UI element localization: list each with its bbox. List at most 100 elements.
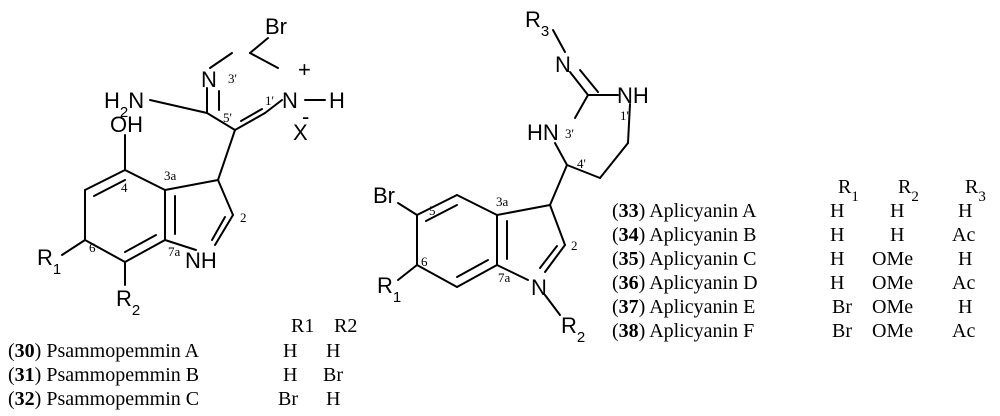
bond-c4-c5	[206, 112, 236, 131]
locant-3a: 3a	[496, 194, 509, 209]
locant-5p: 5'	[223, 110, 232, 125]
h2n-atom-label: H2N	[104, 88, 144, 121]
bond-pyr-indole	[217, 129, 236, 181]
locant-1p: 1'	[265, 93, 274, 108]
locant-3a: 3a	[164, 168, 177, 183]
bond-n-c2	[569, 71, 589, 96]
bond-c4-nh2	[149, 99, 208, 114]
bond-c5-c6	[234, 112, 266, 131]
bond-c7-c7a	[456, 264, 498, 288]
row-33-r2: H	[890, 200, 904, 222]
bond-c4-c5	[84, 169, 126, 191]
indole-n-label: N	[531, 275, 547, 300]
plus-charge: +	[298, 57, 311, 82]
row-34-r3: Ac	[952, 224, 975, 246]
locant-6: 6	[89, 240, 96, 255]
header-r1: R1	[291, 315, 314, 337]
table-row-36: (36) Aplicyanin D	[612, 272, 758, 294]
bond-c6-c7	[84, 239, 126, 263]
locant-4: 4	[121, 180, 128, 195]
table-row-32: (32) Psammopemmin C	[8, 388, 199, 410]
r2-label: R2	[116, 286, 140, 319]
bond-c6-r1	[397, 264, 418, 281]
locant-5: 5	[429, 203, 436, 218]
bond-n1-r2	[544, 294, 561, 316]
bond-n-c2-double	[579, 69, 599, 93]
imine-n-label: N	[555, 52, 571, 77]
row-36-r1: H	[830, 272, 844, 294]
row-38-r2: OMe	[872, 320, 913, 342]
bond-c2-n1	[249, 52, 279, 69]
bond-c2-n3p	[574, 94, 589, 119]
row-38-r3: Ac	[952, 320, 975, 342]
bond-c2-n1-double	[539, 245, 558, 269]
bond-c5-c6-double	[240, 108, 263, 122]
row-38-r1: Br	[832, 320, 852, 342]
nh-ring-label: NH	[617, 83, 649, 108]
counterion-label: X	[293, 120, 308, 145]
header-r2: R2	[334, 315, 357, 337]
bond-c7-c7a-inner	[456, 259, 489, 278]
table-row-35: (35) Aplicyanin C	[612, 248, 756, 270]
row-33-r3: H	[958, 200, 972, 222]
r2-label: R2	[561, 313, 585, 346]
aplicyanin-structure: R3 N NH HN Br N R1 R2 1' 3' 4' 3a 5 2 6 …	[373, 7, 649, 346]
locant-7a: 7a	[168, 244, 181, 259]
bond-c2-n1	[544, 244, 566, 273]
locant-6: 6	[421, 254, 428, 269]
bond-c3-c3a	[164, 179, 219, 191]
table-row-30: (30) Psammopemmin A	[8, 340, 200, 362]
br-atom-label: Br	[373, 183, 395, 208]
row-33-r1: H	[830, 200, 844, 222]
header-r1: R1	[838, 176, 859, 205]
row-37-r1: Br	[832, 296, 852, 318]
row-34-r1: H	[830, 224, 844, 246]
table-row-34: (34) Aplicyanin B	[612, 224, 756, 246]
bond-c2-br	[249, 37, 269, 54]
header-r2: R2	[898, 176, 919, 205]
bond-c7a-n1	[496, 264, 529, 281]
aplicyanin-table: R1 R2 R3 (33) Aplicyanin A H H H (34) Ap…	[612, 176, 986, 342]
bond-c3-c3a	[496, 204, 551, 216]
row-35-r1: H	[830, 248, 844, 270]
bond-c2-n1i	[214, 214, 234, 246]
row-30-r2: H	[326, 340, 340, 362]
bond-c7-c7a	[124, 239, 166, 263]
r3-label: R3	[525, 7, 549, 40]
row-36-r3: Ac	[952, 272, 975, 294]
bond-c2-n1i-double	[211, 216, 226, 241]
bond-c5-br	[397, 202, 418, 216]
bond-c3a-c4	[124, 169, 166, 191]
bond-c7a-nh	[164, 239, 197, 251]
row-31-r2: Br	[323, 364, 343, 386]
psammopemmin-structure: Br N N + H H2N OH X - NH R1 R2 3' 1' 5' …	[37, 14, 345, 319]
row-32-r1: Br	[278, 388, 298, 410]
table-row-31: (31) Psammopemmin B	[8, 364, 199, 386]
bond-c5p-c4p	[566, 164, 601, 179]
row-35-r2: OMe	[872, 248, 913, 270]
bond-n1p-c6p	[627, 103, 631, 144]
br-atom-label: Br	[265, 14, 287, 39]
locant-3p: 3'	[228, 71, 237, 86]
bond-c6-c7	[416, 264, 458, 288]
bond-c7-c7a-inner	[124, 234, 157, 253]
row-30-r1: H	[283, 340, 297, 362]
indole-nh-label: NH	[185, 248, 217, 273]
oh-atom-label: OH	[110, 112, 143, 137]
bond-c3-c2	[549, 204, 566, 246]
bond-c6-r1	[61, 239, 86, 256]
bond-c2-n3	[209, 52, 233, 69]
bond-c6p-c5p	[599, 142, 629, 179]
bond-c4-c5	[416, 194, 458, 216]
bond-c3-c2	[217, 179, 234, 216]
minus-charge: -	[302, 104, 309, 129]
row-32-r2: H	[326, 388, 340, 410]
row-31-r1: H	[283, 364, 297, 386]
r1-label: R1	[377, 273, 401, 306]
table-row-33: (33) Aplicyanin A	[612, 200, 757, 222]
r1-label: R1	[37, 245, 61, 278]
locant-2: 2	[240, 210, 247, 225]
table-row-37: (37) Aplicyanin E	[612, 296, 755, 318]
